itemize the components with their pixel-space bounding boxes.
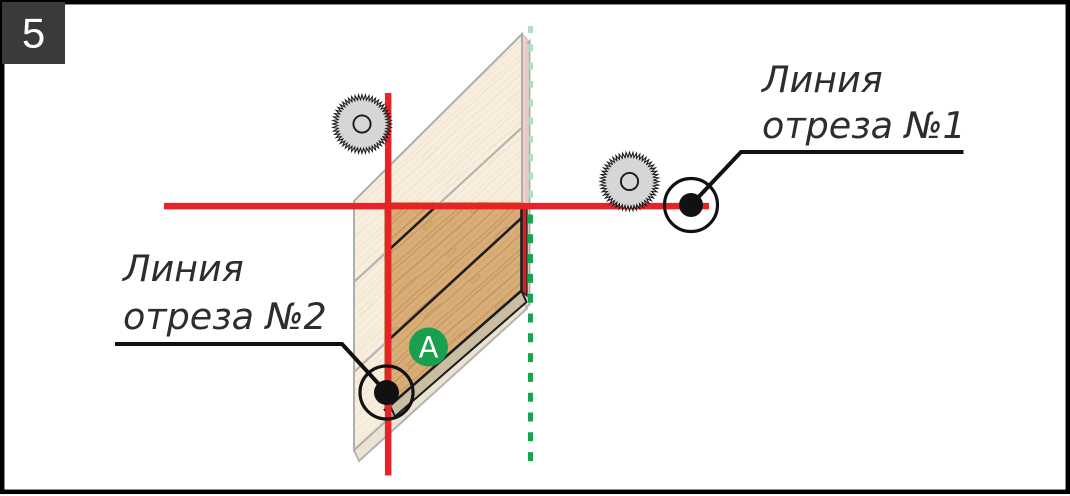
piece-divider-1: [386, 203, 439, 253]
cut-line-2-label-line2: отреза №2: [123, 295, 327, 338]
leader-ring-1: [662, 176, 720, 234]
cut-line-1-label-line2: отреза №1: [762, 104, 966, 147]
leader-cut-line-1: [662, 150, 964, 234]
marker-letter: A: [419, 331, 439, 365]
cut-line-2-label-line1: Линия: [121, 247, 244, 290]
piece-divider-2: [386, 217, 523, 343]
label-cut-line-2: Линия отреза №2: [121, 247, 327, 338]
cut-line-2-vertical: [384, 93, 392, 476]
marker-circle: [409, 327, 448, 367]
leader-dot-2: [374, 380, 399, 405]
label-cut-line-1: Линия отреза №1: [760, 58, 966, 147]
leader-dot-1: [679, 193, 703, 217]
leader-ring-2: [358, 364, 415, 421]
step-number: 5: [22, 10, 45, 57]
leader-line-2: [115, 342, 388, 394]
cut-line-1-label-line1: Линия: [760, 58, 883, 101]
piece-end-face-edge: [521, 208, 528, 298]
piece-end-face-red: [521, 204, 527, 296]
step-number-box: [2, 2, 65, 64]
cut-line-1-horizontal: [164, 202, 709, 210]
leader-cut-line-2: [115, 342, 415, 421]
leader-line-1: [689, 150, 964, 207]
panel-marker-badge: A: [409, 327, 448, 367]
